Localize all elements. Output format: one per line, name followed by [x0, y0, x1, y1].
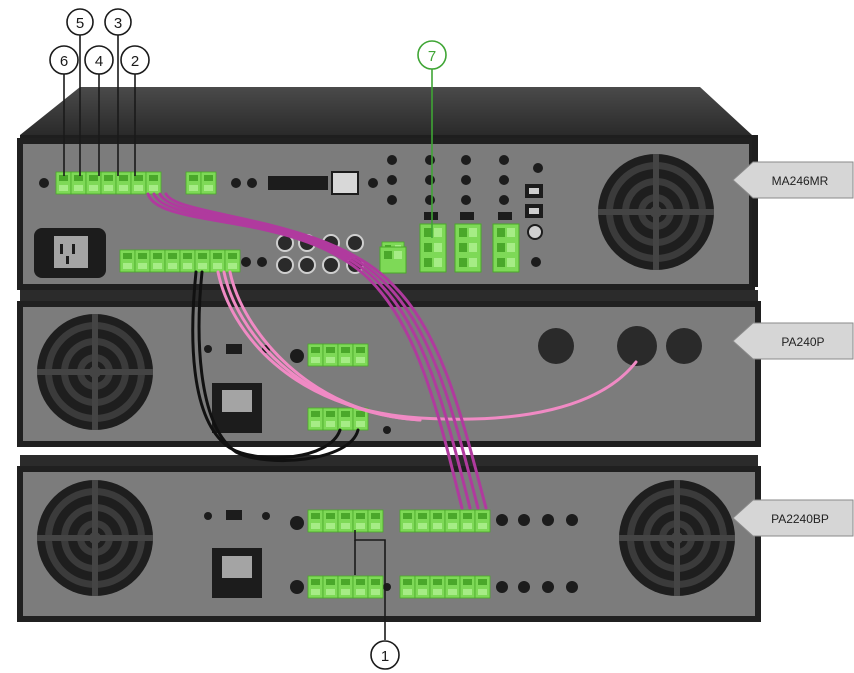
cable-pink — [216, 270, 638, 422]
svg-text:3: 3 — [114, 15, 122, 32]
svg-text:PA240P: PA240P — [781, 335, 824, 349]
svg-text:PA2240BP: PA2240BP — [771, 512, 829, 526]
unit-pa240p — [17, 290, 761, 447]
unit-pa2240bp — [17, 455, 761, 622]
svg-text:6: 6 — [60, 53, 68, 70]
device-tag-ma246mr: MA246MR — [732, 161, 854, 199]
callout-6: 6 — [49, 45, 79, 75]
device-tag-pa2240bp: PA2240BP — [732, 499, 854, 537]
svg-text:5: 5 — [76, 15, 84, 32]
callout-5: 5 — [66, 8, 94, 36]
device-tag-pa240p: PA240P — [732, 322, 854, 360]
callout-2: 2 — [120, 45, 150, 75]
callout-3: 3 — [104, 8, 132, 36]
cable-magenta — [146, 192, 488, 510]
callout-1: 1 — [370, 640, 400, 670]
callout-7: 7 — [417, 40, 447, 70]
svg-text:2: 2 — [131, 53, 139, 70]
callout-4: 4 — [84, 45, 114, 75]
cable-black — [191, 270, 360, 462]
svg-text:MA246MR: MA246MR — [772, 174, 829, 188]
unit-ma246mr — [17, 87, 758, 290]
svg-text:7: 7 — [428, 48, 436, 65]
svg-text:1: 1 — [381, 648, 389, 665]
svg-text:4: 4 — [95, 53, 103, 70]
